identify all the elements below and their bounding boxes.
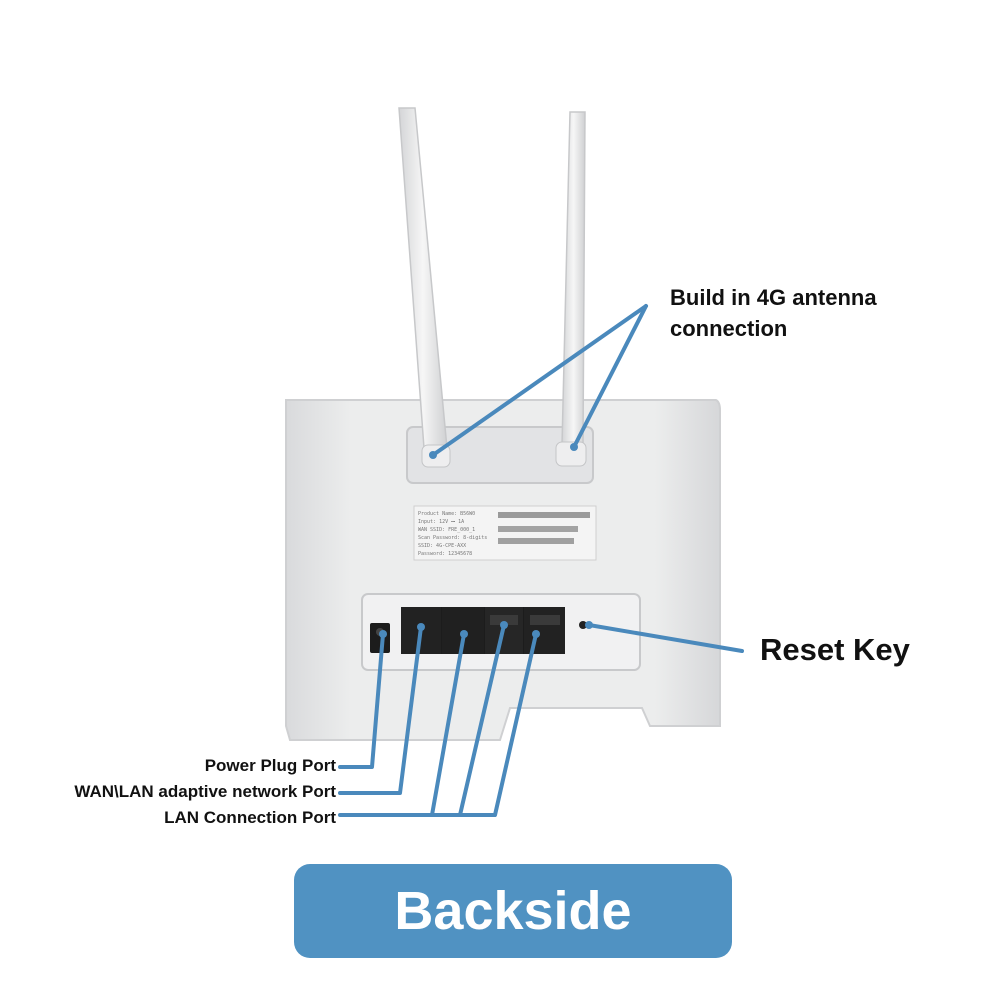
barcodes: [498, 512, 590, 544]
sticker-line: Scan Password: 8-digits: [418, 535, 487, 541]
reset-hole: [579, 621, 587, 629]
sticker-line: Product Name: B56W0: [418, 511, 475, 517]
sticker-line: WAN SSID: FRE_000_1: [418, 527, 475, 533]
backside-title: Backside: [394, 881, 632, 941]
lan-connection-port-label: LAN Connection Port: [164, 808, 336, 827]
backside-badge: Backside: [294, 864, 732, 958]
sticker-line: SSID: 4G-CPE-AXX: [418, 543, 466, 549]
power-port: [370, 623, 390, 653]
reset-key-label: Reset Key: [760, 632, 910, 667]
antenna-right: [561, 111, 586, 446]
sticker-line: Input: 12V ⎓ 1A: [418, 519, 464, 525]
sticker-line: Password: 12345678: [418, 551, 472, 557]
antenna-right-base: [555, 441, 587, 467]
wan-lan-port-label: WAN\LAN adaptive network Port: [74, 782, 336, 801]
callout-lines: [338, 304, 744, 817]
power-plug-port-label: Power Plug Port: [204, 756, 336, 775]
antenna-left: [398, 107, 448, 449]
antenna-label: Build in 4G antenna connection: [670, 285, 877, 341]
